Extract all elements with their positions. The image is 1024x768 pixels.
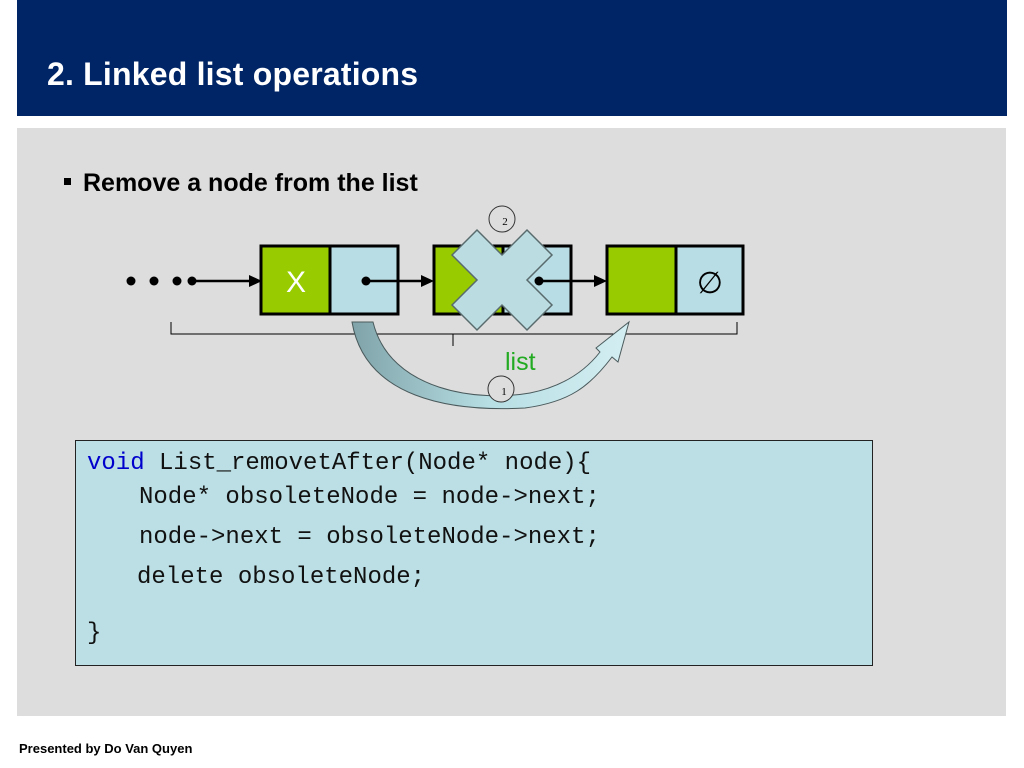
bullet-text: Remove a node from the list <box>83 169 418 197</box>
title-bar <box>17 0 1007 116</box>
ellipsis-dots <box>126 276 197 286</box>
code-line-5: } <box>87 620 102 647</box>
null-icon: ∅ <box>697 266 723 301</box>
code-line-1-rest: List_removetAfter(Node* node){ <box>144 450 592 477</box>
node1-value: X <box>286 266 306 299</box>
code-line-3: node->next = obsoleteNode->next; <box>139 524 600 551</box>
code-line-4: delete obsoleteNode; <box>137 564 426 591</box>
node1-value-cell <box>259 244 332 316</box>
arrowhead-icon <box>249 275 262 287</box>
step1-badge: 1 <box>487 375 515 403</box>
slide-title: 2. Linked list operations <box>47 56 419 92</box>
square-bullet-icon <box>64 178 71 185</box>
code-line-2: Node* obsoleteNode = node->next; <box>139 484 600 511</box>
node3-pointer-cell <box>674 244 745 316</box>
node3-value-cell <box>605 244 678 316</box>
relink-arc-arrow <box>351 320 630 410</box>
linked-list-diagram: X ∅ list 2 1 <box>126 205 745 410</box>
list-brace <box>170 322 738 346</box>
arrowhead-icon <box>421 275 434 287</box>
code-keyword: void <box>87 450 145 477</box>
remove-cross-icon <box>450 228 554 332</box>
code-block <box>75 440 873 666</box>
step2-label: 2 <box>502 216 508 228</box>
footer-text: Presented by Do Van Quyen <box>19 741 193 756</box>
step1-label: 1 <box>501 386 507 398</box>
arrowhead-icon <box>594 275 607 287</box>
step2-badge: 2 <box>488 205 516 233</box>
code-line-1: void List_removetAfter(Node* node){ <box>87 450 591 477</box>
list-label: list <box>505 348 536 376</box>
